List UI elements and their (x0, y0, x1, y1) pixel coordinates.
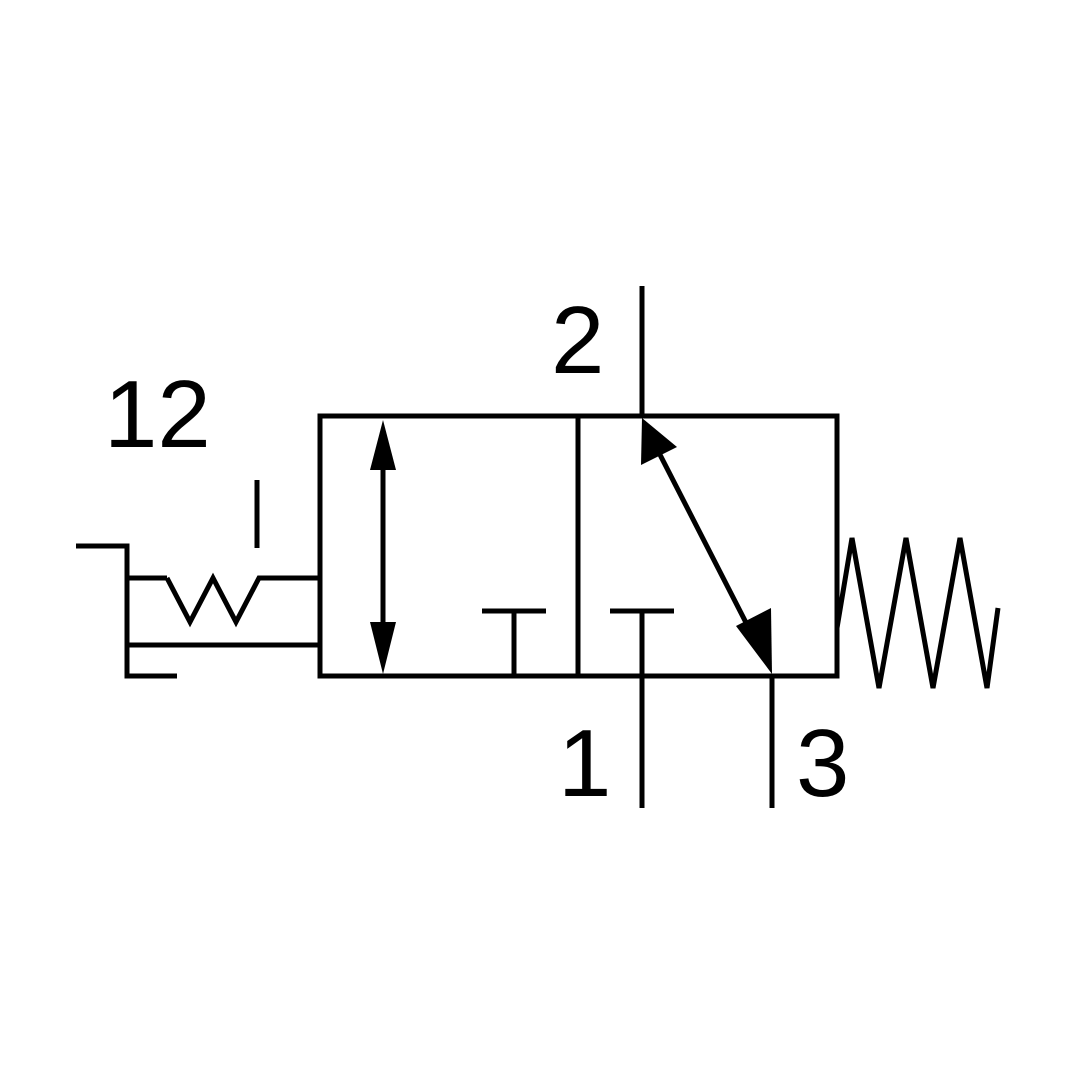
left-position (370, 420, 546, 676)
diagonal-flow-arrow-head-up (641, 418, 677, 465)
diagonal-flow-arrow-head-down (736, 608, 772, 674)
diagonal-flow-arrow-shaft (651, 441, 762, 650)
actuator (76, 480, 320, 679)
port-label-12: 12 (104, 361, 211, 468)
actuator-lever (76, 543, 177, 679)
left-flow-arrow-head-down (370, 622, 396, 674)
right-position (610, 418, 772, 676)
port-label-3: 3 (796, 710, 849, 817)
valve-body (317, 413, 840, 679)
left-flow-arrow-head-up (370, 420, 396, 470)
port-label-2: 2 (551, 287, 604, 394)
port-label-1: 1 (558, 710, 611, 817)
return-spring (834, 537, 1001, 689)
actuator-spring-zigzag (164, 572, 320, 628)
ports (639, 286, 775, 808)
